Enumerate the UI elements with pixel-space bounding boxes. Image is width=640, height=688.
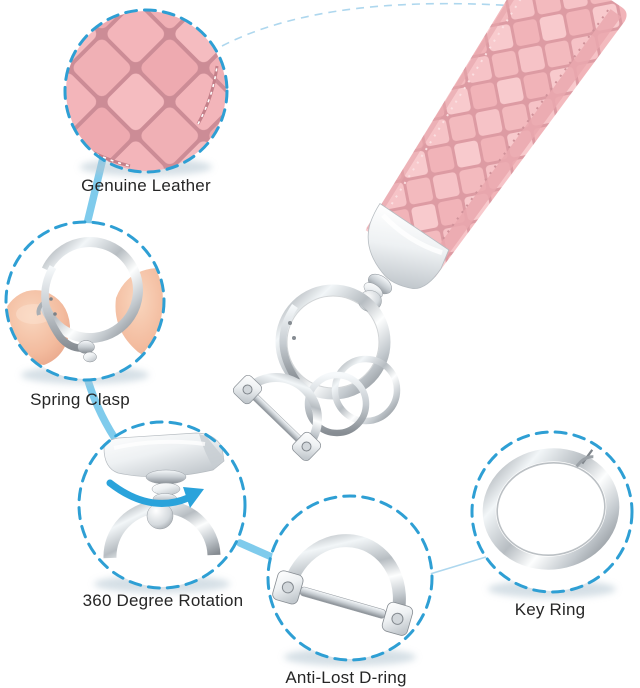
- callout-dashed-border: [4, 220, 166, 382]
- d-ring-zoom: [272, 534, 414, 636]
- spring-clasp-zoom: [36, 237, 143, 363]
- connector-dring-to-keyring: [429, 556, 487, 575]
- product-split-ring-a: [304, 371, 370, 437]
- key-ring-zoom: [482, 448, 620, 570]
- strap-cap-highlight: [381, 213, 443, 256]
- label-spring-clasp: Spring Clasp: [30, 390, 130, 409]
- callout-dashed-border: [470, 430, 634, 594]
- rotation-arrow-icon: [106, 479, 204, 508]
- product-d-ring: [232, 373, 323, 462]
- callout-key-ring: [470, 430, 634, 598]
- callout-rotation-360: [77, 420, 247, 593]
- label-key-ring: Key Ring: [514, 600, 586, 619]
- strap-fold-edge: [424, 9, 622, 273]
- callout-dashed-border: [266, 494, 434, 662]
- connector-rotation-to-dring: [236, 539, 278, 562]
- callout-genuine-leather: [63, 8, 229, 176]
- connector-leather-to-strap: [221, 2, 546, 47]
- label-genuine-leather: Genuine Leather: [81, 176, 211, 195]
- callout-dashed-border: [63, 8, 229, 174]
- strap-metal-cap: [367, 202, 450, 289]
- strap-edge-shade: [366, 0, 539, 231]
- product-split-ring-b: [331, 355, 401, 425]
- callout-dashed-border: [77, 420, 247, 590]
- callout-anti-lost-d-ring: [266, 494, 434, 666]
- leather-zoom-photo: [66, 11, 226, 171]
- keychain-product: [232, 0, 627, 462]
- callout-spring-clasp: [4, 220, 166, 384]
- label-360-degree-rotation: 360 Degree Rotation: [82, 591, 244, 610]
- label-anti-lost-d-ring: Anti-Lost D-ring: [285, 668, 407, 687]
- leather-strap: [365, 0, 627, 278]
